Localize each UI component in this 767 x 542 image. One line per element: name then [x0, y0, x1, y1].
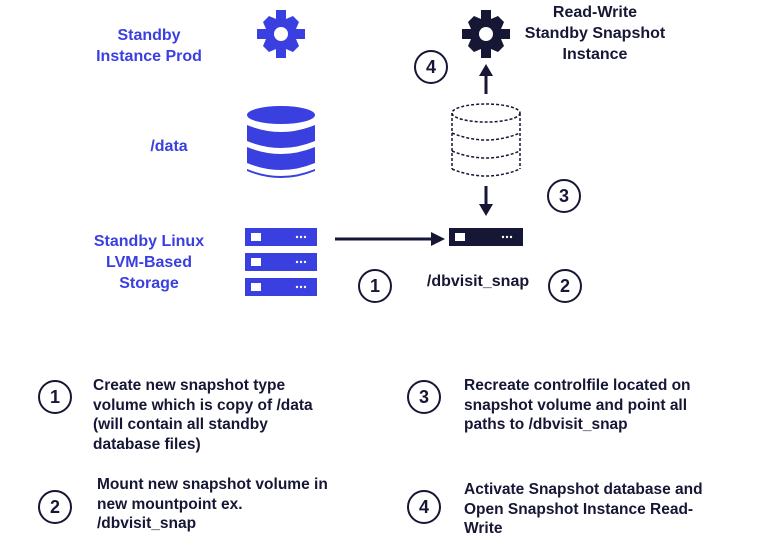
- storage-server-icon: [245, 228, 317, 296]
- database-icon: [247, 106, 315, 178]
- arrow-icon: [335, 232, 445, 246]
- database-icon: [451, 103, 521, 177]
- gear-icon: [462, 10, 510, 58]
- step-text: Recreate controlfile located on snapshot…: [464, 377, 691, 433]
- storage-server-icon: [449, 228, 523, 246]
- standby-storage-label: Standby Linux LVM-Based Storage: [93, 233, 205, 292]
- marker-2: 2: [548, 269, 582, 303]
- arrow-icon: [479, 64, 493, 94]
- marker-1: 1: [358, 269, 392, 303]
- arrow-icon: [479, 186, 493, 216]
- marker-3: 3: [547, 179, 581, 213]
- marker-4: 4: [414, 50, 448, 84]
- step-number: 2: [38, 490, 72, 524]
- step-number: 4: [407, 490, 441, 524]
- data-volume-label: /data: [150, 138, 188, 155]
- step-text: Create new snapshot type volume which is…: [93, 377, 313, 453]
- snap-mount-label: /dbvisit_snap: [426, 273, 530, 290]
- snapshot-instance-label: Read-Write Standby Snapshot Instance: [524, 4, 666, 63]
- standby-instance-label: Standby Instance Prod: [96, 27, 202, 65]
- step-text: Activate Snapshot database and Open Snap…: [464, 481, 703, 537]
- gear-icon: [257, 10, 305, 58]
- step-text: Mount new snapshot volume in new mountpo…: [97, 476, 328, 532]
- step-number: 3: [407, 380, 441, 414]
- step-number: 1: [38, 380, 72, 414]
